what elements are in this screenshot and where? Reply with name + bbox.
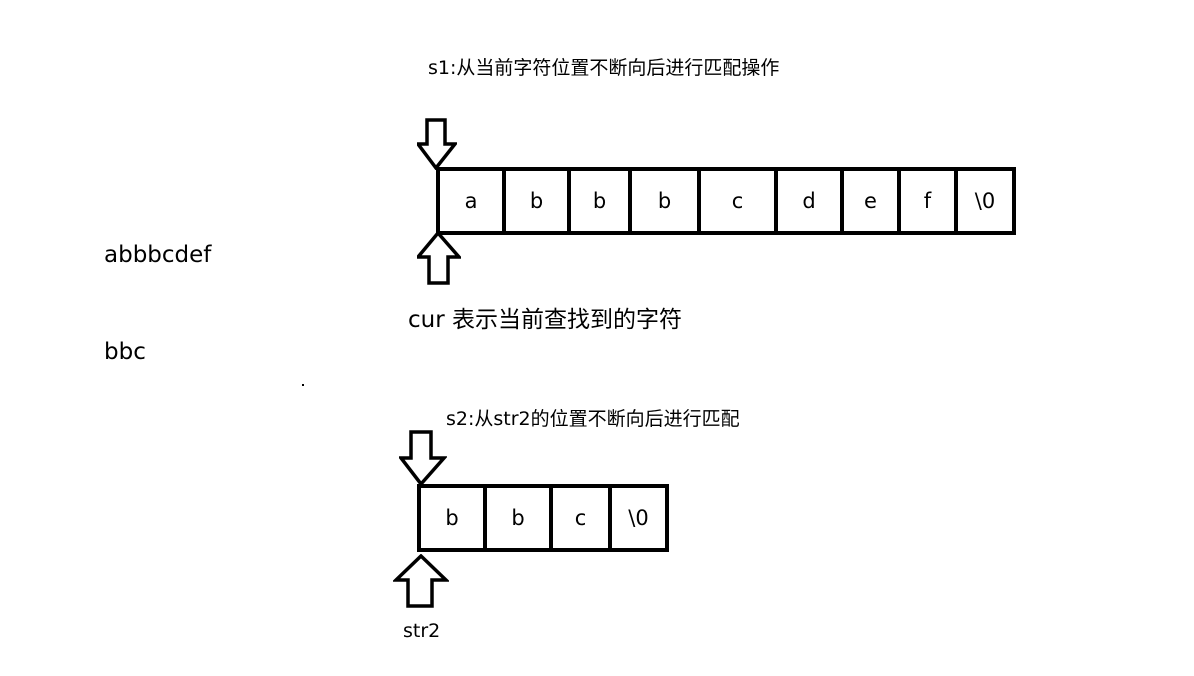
str1-cell: a	[440, 171, 506, 231]
str2-caption: str2	[403, 620, 441, 642]
down-arrow-icon	[417, 118, 457, 170]
string-abbbcdef: abbbcdef	[104, 242, 212, 268]
str2-cell: \0	[628, 506, 649, 530]
up-arrow-icon	[393, 554, 449, 608]
string-bbc: bbc	[104, 339, 146, 365]
str2-cell: b	[421, 488, 487, 548]
str1-cell: d	[778, 171, 844, 231]
s2-caption: s2:从str2的位置不断向后进行匹配	[446, 408, 740, 430]
cur-caption: cur 表示当前查找到的字符	[408, 307, 682, 333]
str2-char-array: b b c \0	[417, 484, 669, 552]
str1-cell: b	[506, 171, 571, 231]
str1-cell: c	[701, 171, 778, 231]
str1-cell: b	[571, 171, 632, 231]
str1-cell: f	[901, 171, 958, 231]
str1-cell: e	[844, 171, 901, 231]
str1-char-array: a b b b c d e f \0	[436, 167, 1016, 235]
up-arrow-icon	[417, 231, 461, 285]
stray-dot	[302, 384, 304, 386]
str2-cell: b	[487, 488, 553, 548]
str2-cell: c	[553, 488, 612, 548]
down-arrow-icon	[399, 430, 447, 486]
str1-cell: b	[632, 171, 701, 231]
str1-cell: \0	[974, 189, 996, 213]
s1-caption: s1:从当前字符位置不断向后进行匹配操作	[428, 57, 780, 79]
